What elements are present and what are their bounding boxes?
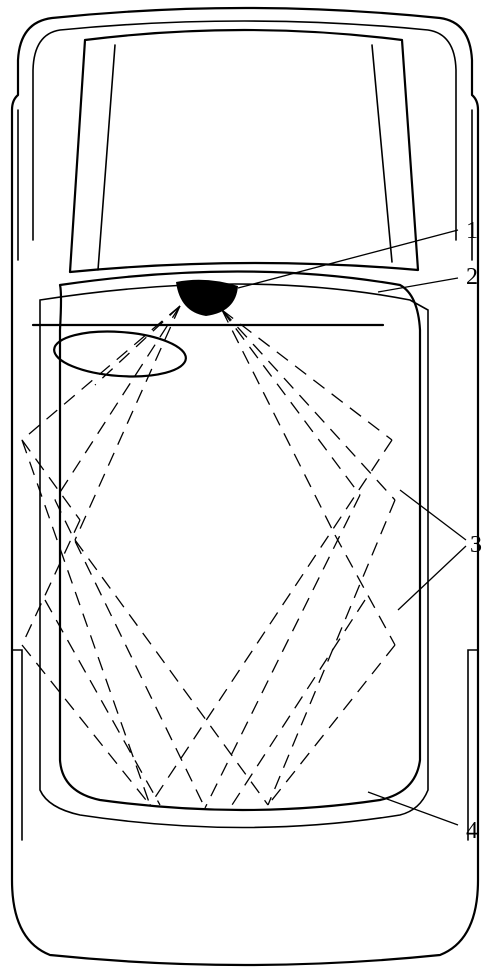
callout-4: 4 (466, 818, 478, 844)
signal-beams (21, 305, 396, 809)
hood-outline (68, 28, 420, 274)
sensor-unit (176, 279, 238, 316)
right-side-line (467, 109, 479, 841)
cabin-outer-line (39, 283, 429, 829)
callout-2: 2 (466, 264, 478, 290)
leader-line-4 (367, 791, 459, 826)
leader-line-1 (237, 229, 459, 289)
leader-line-2 (377, 277, 459, 293)
car-body-inner-edge (32, 20, 457, 241)
steering-wheel (53, 330, 187, 378)
windshield-line-right (371, 44, 393, 263)
windshield-line-left (97, 44, 116, 271)
left-side-line (11, 109, 23, 841)
cabin-outline (58, 270, 422, 812)
callout-1: 1 (466, 218, 478, 244)
leader-line-3b (397, 545, 467, 611)
callout-3: 3 (470, 532, 482, 558)
leader-line-3a (399, 489, 467, 541)
car-body-outline (10, 6, 480, 967)
